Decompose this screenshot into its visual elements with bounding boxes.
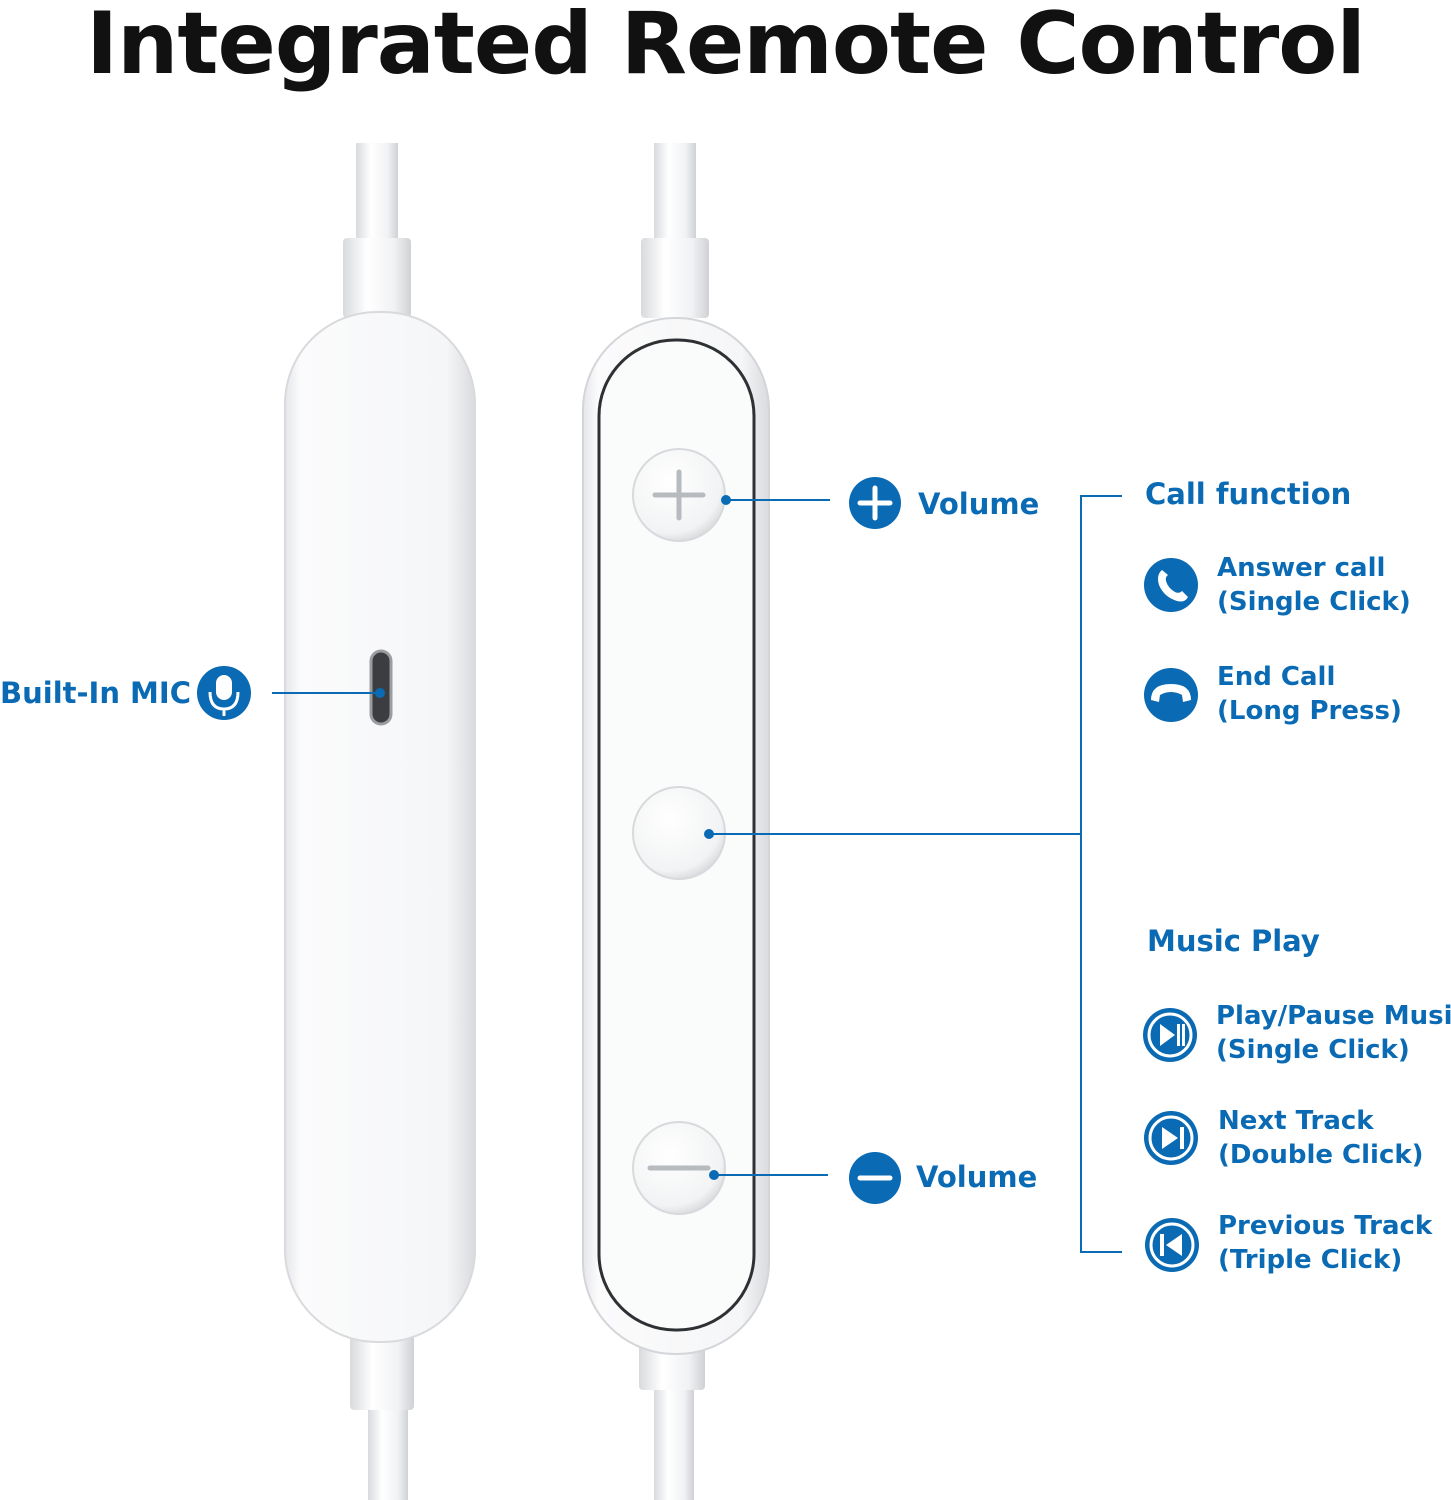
- previous-track-line1: Previous Track: [1218, 1211, 1433, 1241]
- play-pause-line2: (Single Click): [1216, 1035, 1410, 1065]
- page-title: Integrated Remote Control: [86, 0, 1366, 94]
- volume-up-label: Volume: [918, 487, 1040, 521]
- call-function-heading: Call function: [1145, 477, 1352, 511]
- volume-down-callout-dot: [709, 1170, 719, 1180]
- answer-call-text: Answer call (Single Click): [1217, 551, 1411, 619]
- phone-answer-icon: [1144, 558, 1198, 612]
- multifunction-callout-dot: [704, 829, 714, 839]
- minus-circle-icon: [849, 1152, 901, 1204]
- end-call-line2: (Long Press): [1217, 696, 1402, 726]
- plus-circle-icon: [849, 477, 901, 529]
- right-remote: [582, 143, 770, 1500]
- callout-lines: [272, 495, 1122, 1253]
- volume-up-callout-dot: [721, 495, 731, 505]
- function-bracket: [1080, 495, 1122, 1253]
- mic-label: Built-In MIC: [0, 676, 191, 710]
- play-pause-icon: [1143, 1008, 1197, 1062]
- answer-call-line2: (Single Click): [1217, 587, 1411, 617]
- plus-engraving: [652, 469, 706, 521]
- previous-track-text: Previous Track (Triple Click): [1218, 1209, 1432, 1277]
- end-call-text: End Call (Long Press): [1217, 660, 1402, 728]
- music-play-heading: Music Play: [1147, 924, 1320, 958]
- answer-call-line1: Answer call: [1217, 553, 1386, 583]
- previous-track-icon: [1145, 1218, 1199, 1272]
- play-pause-line1: Play/Pause Music: [1216, 1001, 1451, 1031]
- left-strain-relief-top: [343, 238, 411, 318]
- right-strain-relief-top: [641, 238, 709, 318]
- next-track-line1: Next Track: [1218, 1106, 1374, 1136]
- next-track-line2: (Double Click): [1218, 1140, 1424, 1170]
- mic-callout-dot: [375, 688, 385, 698]
- play-pause-text: Play/Pause Music (Single Click): [1216, 999, 1451, 1067]
- previous-track-line2: (Triple Click): [1218, 1245, 1403, 1275]
- next-track-icon: [1144, 1111, 1198, 1165]
- volume-down-label: Volume: [916, 1160, 1038, 1194]
- end-call-line1: End Call: [1217, 662, 1336, 692]
- left-remote-body: [284, 311, 476, 1343]
- left-remote: [284, 143, 476, 1500]
- left-strain-relief-bottom: [350, 1320, 414, 1410]
- phone-hangup-icon: [1144, 668, 1198, 722]
- next-track-text: Next Track (Double Click): [1218, 1104, 1424, 1172]
- microphone-icon: [197, 666, 251, 720]
- mic-hole: [369, 649, 393, 726]
